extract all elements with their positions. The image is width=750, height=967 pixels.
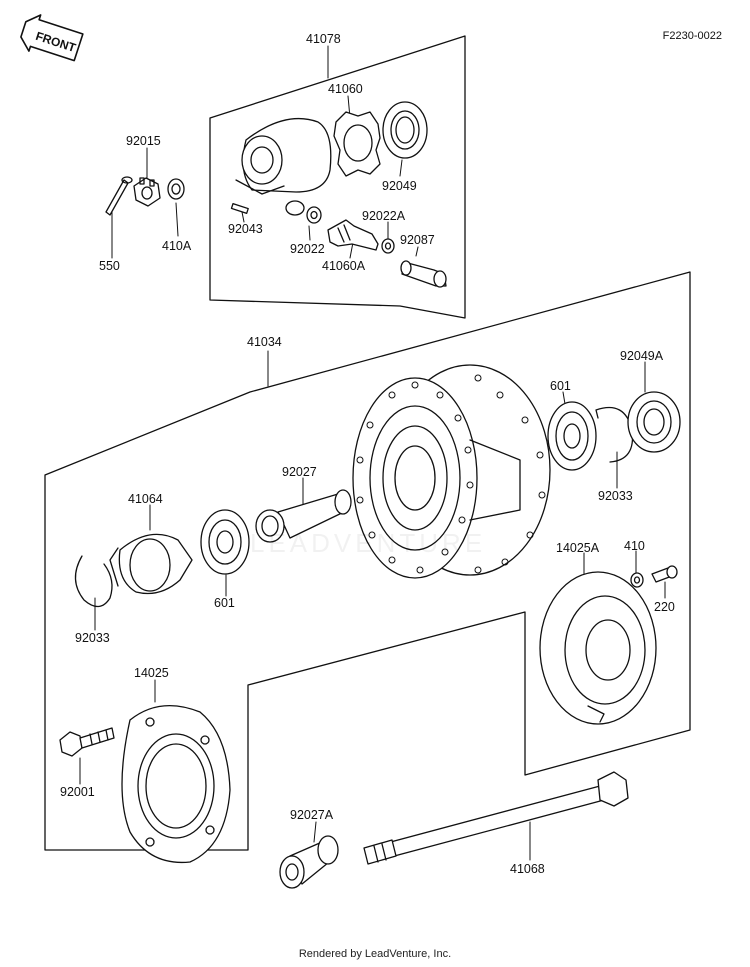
label-92022a: 92022A — [362, 209, 406, 223]
label-92049a: 92049A — [620, 349, 664, 363]
bolt-92001 — [59, 727, 115, 757]
footer-credit: Rendered by LeadVenture, Inc. — [298, 948, 452, 960]
gear-plate-41064 — [109, 533, 193, 595]
diagram-code: F2230-0022 — [662, 30, 722, 42]
bushing — [285, 200, 305, 216]
label-92001: 92001 — [60, 785, 95, 799]
circlip-left — [74, 555, 113, 608]
distance-collar-92027 — [255, 489, 352, 543]
label-92027a: 92027A — [290, 808, 334, 822]
wheel-hub — [352, 364, 551, 579]
label-41060: 41060 — [328, 82, 363, 96]
meter-gear — [333, 111, 381, 177]
axle-41068 — [363, 771, 629, 865]
label-92015: 92015 — [126, 134, 161, 148]
label-41034: 41034 — [247, 335, 282, 349]
front-arrow-icon — [20, 14, 84, 62]
screw-220 — [651, 565, 678, 583]
part-labels: 41078 41060 92049 92015 410A 550 92043 9… — [60, 32, 675, 876]
brake-panel-14025a — [539, 571, 657, 725]
label-41078: 41078 — [306, 32, 341, 46]
label-41068: 41068 — [510, 862, 545, 876]
pin-92043 — [230, 202, 249, 214]
washer-92022 — [306, 206, 322, 224]
label-41060a: 41060A — [322, 259, 366, 273]
cover-14025 — [121, 705, 231, 864]
label-92043: 92043 — [228, 222, 263, 236]
label-220: 220 — [654, 600, 675, 614]
label-601-left: 601 — [214, 596, 235, 610]
washer-410a — [167, 178, 185, 200]
bearing-601-left — [200, 509, 250, 575]
cotter-pin — [105, 176, 133, 216]
label-14025: 14025 — [134, 666, 169, 680]
label-92022: 92022 — [290, 242, 325, 256]
gear-housing — [235, 118, 332, 195]
oil-seal-92049a — [627, 391, 681, 453]
label-92033-left: 92033 — [75, 631, 110, 645]
group-box-41078 — [209, 35, 466, 319]
label-410: 410 — [624, 539, 645, 553]
collar-92027a — [279, 835, 339, 889]
label-41064: 41064 — [128, 492, 163, 506]
label-14025a: 14025A — [556, 541, 600, 555]
label-92027: 92027 — [282, 465, 317, 479]
label-550: 550 — [99, 259, 120, 273]
label-92049: 92049 — [382, 179, 417, 193]
drive-gear-shaft — [327, 219, 379, 251]
oil-seal-92049 — [382, 101, 428, 159]
watermark: LEADVENTURE — [250, 528, 487, 558]
bearing-601-right — [547, 401, 597, 471]
label-92033-right: 92033 — [598, 489, 633, 503]
label-601-right: 601 — [550, 379, 571, 393]
leader-lines — [79, 45, 666, 861]
bushing-92087 — [400, 260, 447, 288]
circlip-right — [595, 406, 634, 463]
label-92087: 92087 — [400, 233, 435, 247]
spoke-holes — [356, 374, 546, 574]
castle-nut — [133, 177, 161, 207]
washer-92022a — [381, 238, 395, 254]
washer-410 — [630, 572, 644, 588]
label-410a: 410A — [162, 239, 192, 253]
